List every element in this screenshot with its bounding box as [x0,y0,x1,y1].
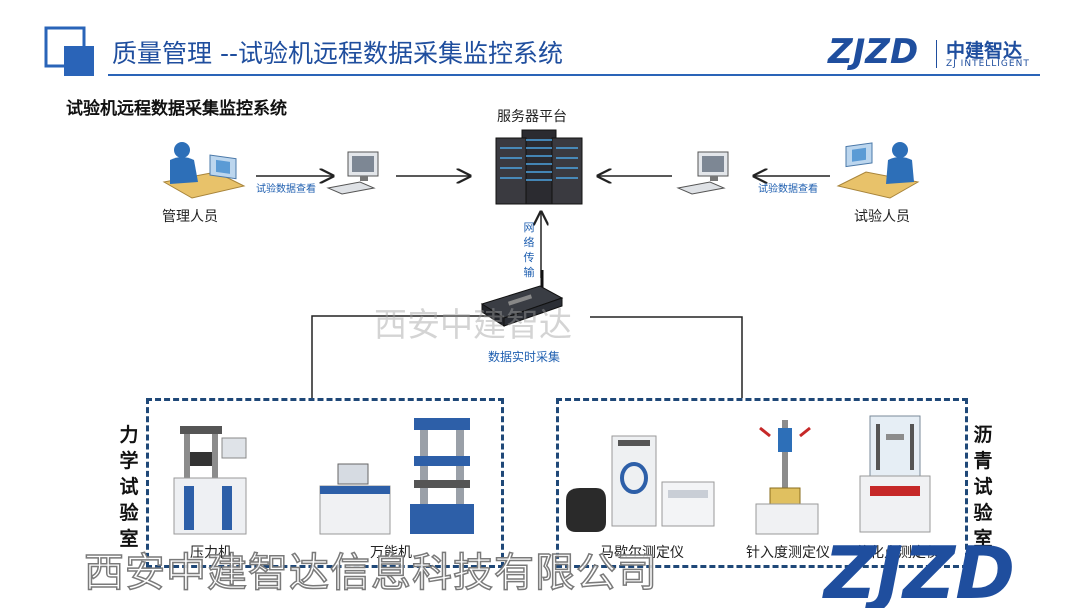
asphalt-lab-box [556,398,968,568]
manager-label: 管理人员 [162,209,218,225]
device-label-universal: 万能机 [370,545,412,561]
manager-workstation-icon [162,142,246,199]
device-label-penetration: 针入度测定仪 [746,545,830,561]
device-label-marshall: 马歇尔测定仪 [600,545,684,561]
right-view-label: 试验数据查看 [758,184,818,195]
page-title: 质量管理 --试验机远程数据采集监控系统 [112,39,563,68]
brand-logo-text: ZJZD [827,32,918,72]
press-machine-icon [173,426,247,535]
bottom-logo-watermark: ZJZD [822,531,1015,608]
left-view-label: 试验数据查看 [256,184,316,195]
collector-label: 数据实时采集 [488,350,561,364]
company-watermark: 西安中建智达信息科技有限公司 [83,549,658,597]
universal-machine-console-icon [319,463,391,535]
brand-logo: ZJZD [827,32,918,72]
header-divider [108,74,1040,76]
logo-divider [936,40,937,68]
server-label: 服务器平台 [497,109,567,125]
mechanics-lab-label: 力学试验室 [119,424,139,550]
penetration-tester-icon [755,420,819,535]
diagram-title: 试验机远程数据采集监控系统 [66,99,287,119]
asphalt-lab-label: 沥青试验室 [973,424,993,550]
brand-name-en: ZJ INTELLIGENT [946,59,1030,69]
data-collector-icon [480,270,564,327]
brand-name-cn: 中建智达 [946,40,1023,62]
device-label-press: 压力机 [190,545,232,561]
softening-point-tester-icon [859,415,931,533]
center-watermark: 西安中建智达 [374,305,572,344]
tester-label: 试验人员 [854,209,910,225]
right-pc-icon [676,151,729,195]
device-label-softening: 软化点测定仪 [856,545,940,561]
universal-machine-frame-icon [410,418,474,534]
mechanics-lab-box [146,398,504,568]
tester-workstation-icon [836,142,920,199]
header-logo-mark-icon [44,26,94,76]
marshall-tester-icon [566,435,715,532]
server-rack-icon [495,129,583,205]
line-asphalt-to-collector [590,316,743,398]
left-pc-icon [326,151,379,195]
bottom-logo-text: ZJZD [822,531,1015,608]
line-mechanics-to-collector [311,315,490,398]
network-label: 网络传输 [523,221,535,279]
